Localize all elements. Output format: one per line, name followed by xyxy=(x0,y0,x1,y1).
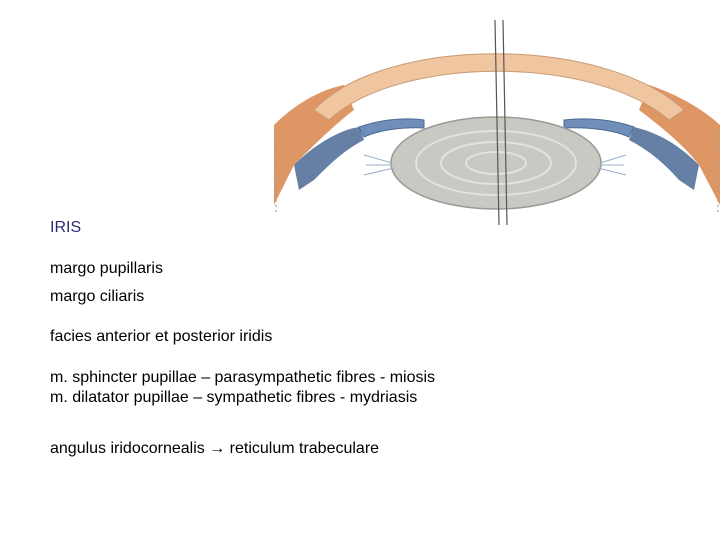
cornea xyxy=(313,53,685,121)
ciliary-body-right xyxy=(639,85,720,205)
iris-left xyxy=(358,118,425,138)
optical-axis-line-2 xyxy=(502,19,508,226)
text-line-margo-pupillaris: margo pupillaris xyxy=(50,260,163,277)
text-line-dilatator: m. dilatator pupillae – sympathetic fibr… xyxy=(50,389,418,406)
eye-diagram-svg xyxy=(274,19,720,226)
ciliary-processes-left xyxy=(294,127,364,190)
text-line-facies: facies anterior et posterior iridis xyxy=(50,328,273,345)
eye-anterior-segment-illustration xyxy=(274,15,720,230)
slide-heading: IRIS xyxy=(50,219,82,236)
zonular-fibers-right xyxy=(597,154,627,176)
lens-ring-1 xyxy=(415,130,577,196)
text-line-angulus: angulus iridocornealis → reticulum trabe… xyxy=(50,440,380,457)
text-line-sphincter: m. sphincter pupillae – parasympathetic … xyxy=(50,369,436,386)
lens-ring-3 xyxy=(465,151,527,175)
text-line-margo-ciliaris: margo ciliaris xyxy=(50,288,145,305)
ciliary-processes-right xyxy=(629,127,699,190)
optical-axis-line-1 xyxy=(494,19,500,226)
zonular-fibers-left xyxy=(363,154,395,176)
lens-ring-2 xyxy=(440,141,552,185)
